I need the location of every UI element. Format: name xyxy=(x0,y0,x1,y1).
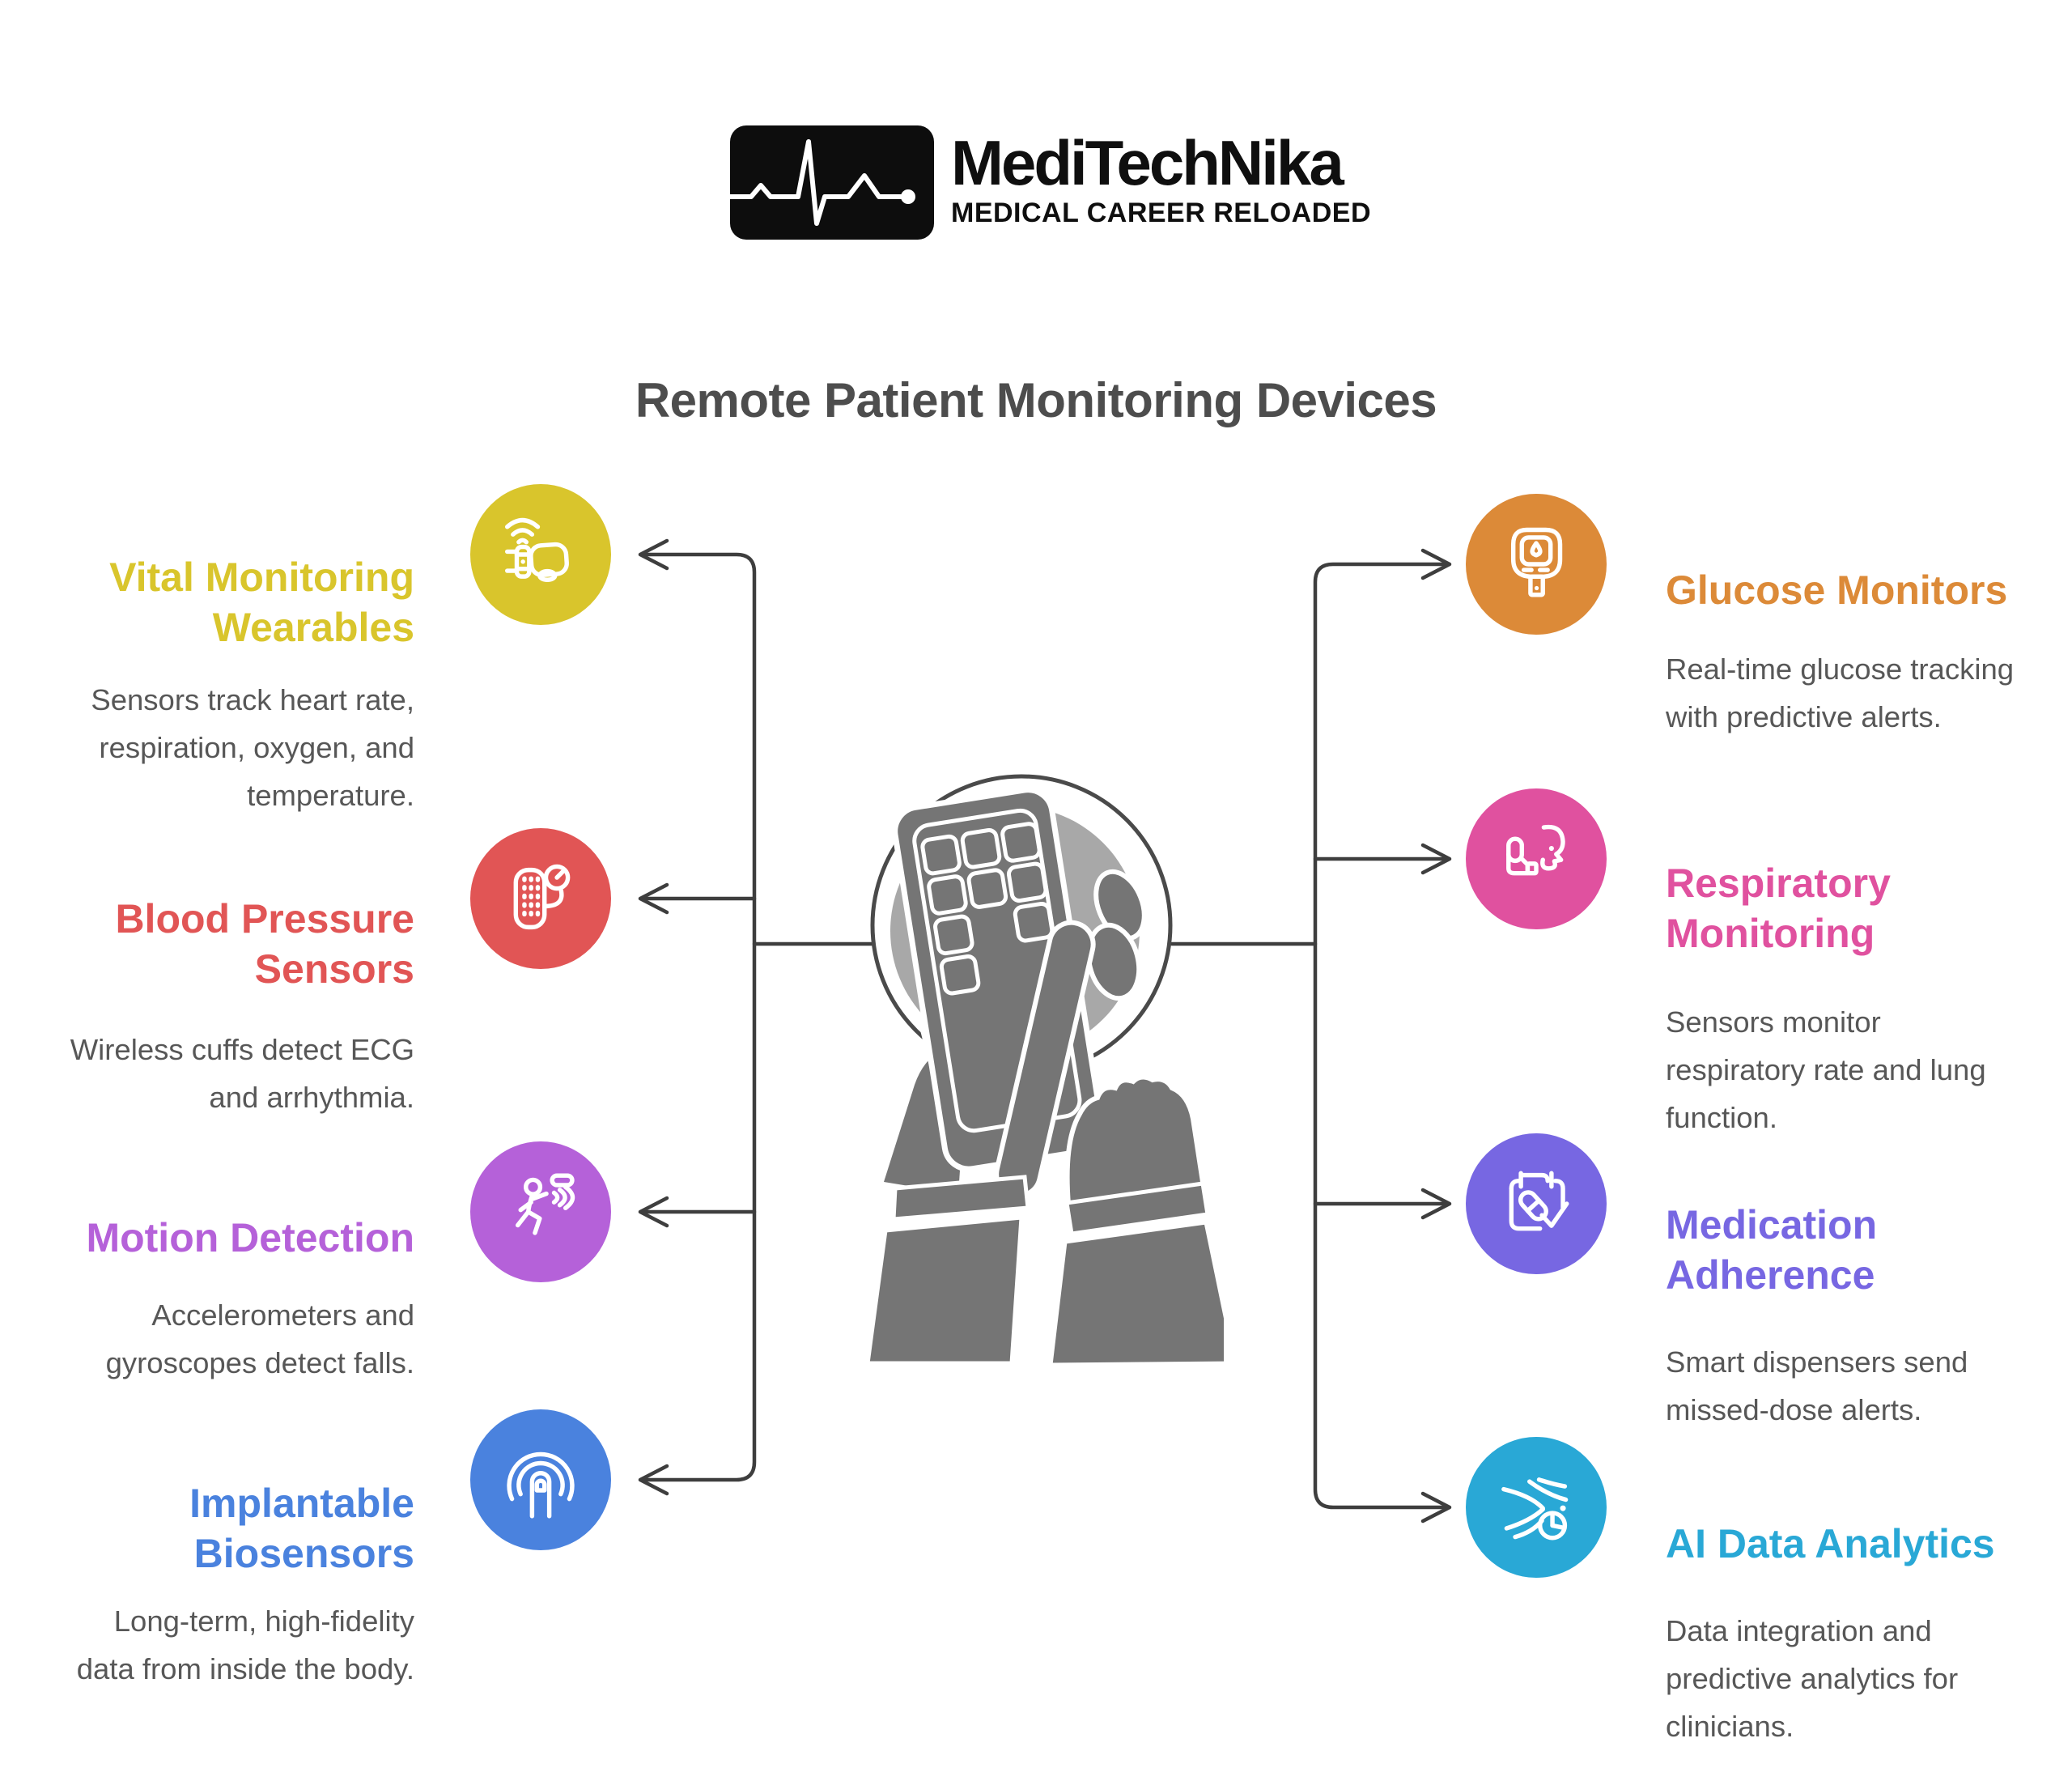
brand-tagline: MEDICAL CAREER RELOADED xyxy=(951,198,1372,228)
item-title-implantable-biosensors: Implantable Biosensors xyxy=(189,1480,414,1576)
pill-schedule-icon xyxy=(1466,1133,1607,1274)
item-title-glucose-monitors: Glucose Monitors xyxy=(1666,567,2008,613)
arrow-right-4 xyxy=(1420,1491,1452,1524)
brand-name: MediTechNika xyxy=(951,127,1344,198)
arrow-left-1 xyxy=(638,538,669,571)
glucose-meter-icon xyxy=(1466,494,1607,635)
left-trunk-line xyxy=(641,552,757,1482)
hands-phone-illustration xyxy=(835,761,1238,1400)
arrow-right-2 xyxy=(1420,843,1452,875)
item-desc-respiratory-monitoring: Sensors monitor respiratory rate and lun… xyxy=(1666,1005,1986,1134)
item-desc-vital-monitoring-wearables: Sensors track heart rate, respiration, o… xyxy=(91,682,414,812)
blood-pressure-cuff-icon xyxy=(470,828,611,969)
inhaler-face-icon xyxy=(1466,788,1607,929)
right-trunk-line xyxy=(1313,562,1449,1510)
page-title: Remote Patient Monitoring Devices xyxy=(635,373,1437,428)
ecg-logo-icon xyxy=(730,125,934,240)
item-desc-motion-detection: Accelerometers and gyroscopes detect fal… xyxy=(105,1298,414,1379)
item-desc-glucose-monitors: Real-time glucose tracking with predicti… xyxy=(1666,652,2015,733)
implantable-biosensor-icon xyxy=(470,1409,611,1550)
motion-sensor-icon xyxy=(470,1141,611,1282)
smartwatch-wearable-icon xyxy=(470,484,611,625)
brand-logo: MediTechNika MEDICAL CAREER RELOADED xyxy=(951,130,1371,229)
app-grid xyxy=(920,822,1055,996)
arrow-left-3 xyxy=(638,1196,669,1228)
data-analytics-icon xyxy=(1466,1437,1607,1578)
item-title-vital-monitoring-wearables: Vital Monitoring Wearables xyxy=(109,554,414,650)
arms xyxy=(865,1175,1238,1367)
item-title-medication-adherence: Medication Adherence xyxy=(1666,1201,1878,1298)
item-title-blood-pressure-sensors: Blood Pressure Sensors xyxy=(115,895,414,992)
item-title-ai-data-analytics: AI Data Analytics xyxy=(1666,1520,1995,1566)
item-desc-implantable-biosensors: Long-term, high-fidelity data from insid… xyxy=(76,1604,414,1685)
item-desc-blood-pressure-sensors: Wireless cuffs detect ECG and arrhythmia… xyxy=(70,1032,414,1114)
arrow-left-4 xyxy=(638,1464,669,1496)
arrow-right-1 xyxy=(1420,548,1452,580)
item-title-respiratory-monitoring: Respiratory Monitoring xyxy=(1666,860,1891,956)
arrow-right-3 xyxy=(1420,1188,1452,1220)
item-desc-medication-adherence: Smart dispensers send missed-dose alerts… xyxy=(1666,1345,1968,1426)
arrow-left-2 xyxy=(638,882,669,915)
item-title-motion-detection: Motion Detection xyxy=(86,1214,414,1260)
item-desc-ai-data-analytics: Data integration and predictive analytic… xyxy=(1666,1613,1959,1743)
